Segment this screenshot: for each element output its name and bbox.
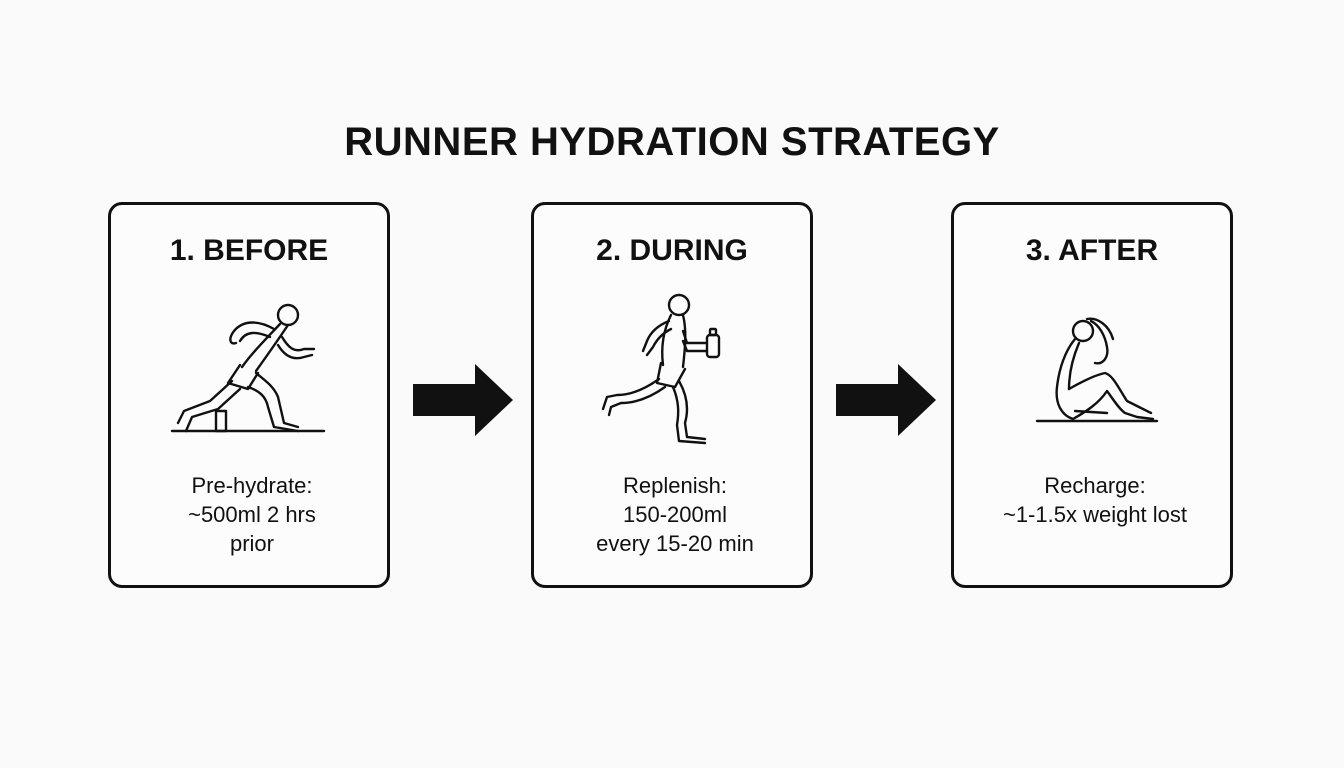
runner-with-bottle-icon	[601, 293, 721, 445]
step-instruction: Replenish: 150-200ml every 15-20 min	[544, 471, 806, 558]
instruction-line: prior	[229, 531, 274, 556]
step-instruction: Pre-hydrate: ~500ml 2 hrs prior	[121, 471, 383, 558]
step-card-during: 2. DURING Replenish: 150-200ml every 15-…	[531, 202, 813, 588]
instruction-line: Pre-hydrate:	[191, 473, 313, 498]
instruction-line: Recharge:	[1044, 473, 1146, 498]
diagram-title: RUNNER HYDRATION STRATEGY	[344, 120, 1000, 164]
instruction-line: 150-200ml	[623, 502, 727, 527]
step-card-before: 1. BEFORE Pre-hydrate: ~500ml 2 hrs prio…	[108, 202, 390, 588]
step-heading: 2. DURING	[596, 234, 748, 267]
sprinter-start-icon	[170, 303, 326, 433]
instruction-line: Replenish:	[623, 473, 727, 498]
instruction-line: ~1-1.5x weight lost	[1002, 502, 1188, 527]
instruction-line: ~500ml 2 hrs	[188, 502, 316, 527]
seated-recovery-icon	[1035, 317, 1159, 423]
step-heading: 3. AFTER	[1025, 234, 1159, 267]
instruction-line: every 15-20 min	[596, 531, 754, 556]
arrow-right-icon	[836, 364, 936, 436]
step-instruction: Recharge: ~1-1.5x weight lost	[964, 471, 1226, 529]
arrow-right-icon	[413, 364, 513, 436]
step-heading: 1. BEFORE	[169, 234, 329, 267]
step-card-after: 3. AFTER Recharge: ~1-1.5x weight lost	[951, 202, 1233, 588]
